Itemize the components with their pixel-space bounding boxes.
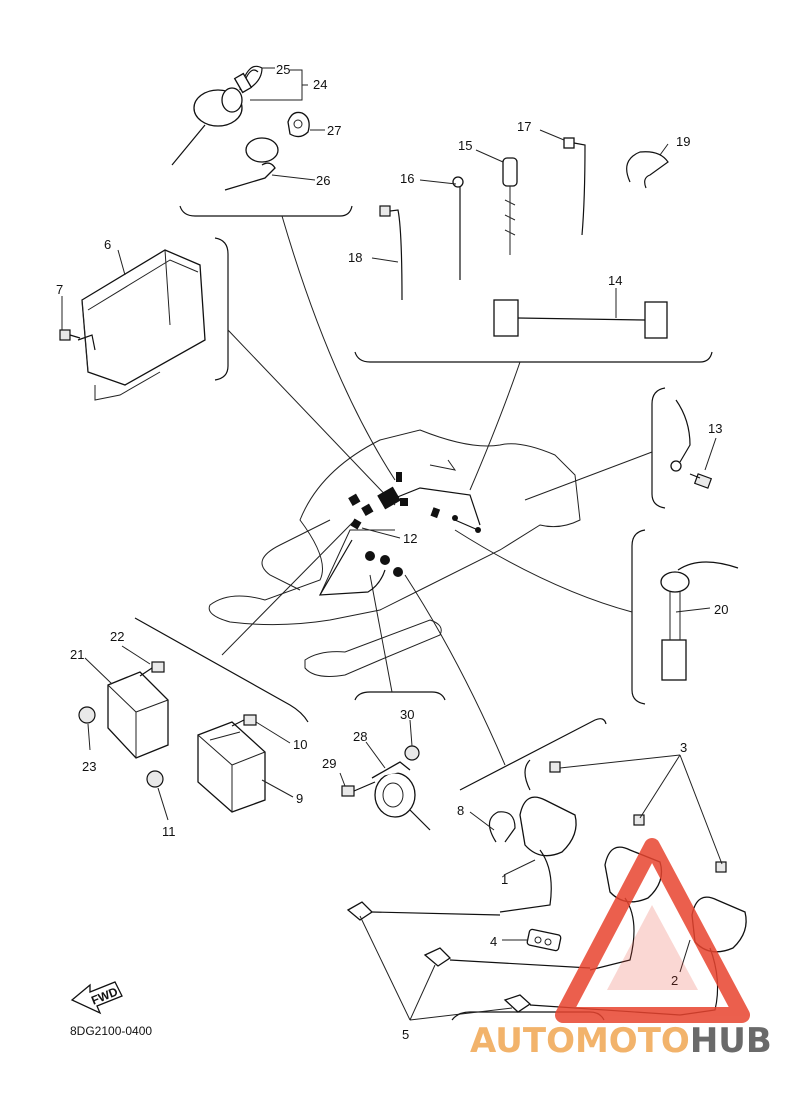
bolt-part-7 (59, 329, 81, 341)
part-label-14: 14 (608, 273, 622, 288)
part-label-8: 8 (457, 803, 464, 818)
watermark-text-main: AUTOMOTO (470, 1021, 690, 1061)
part-label-15: 15 (458, 138, 472, 153)
part-label-22: 22 (110, 629, 124, 644)
nut-part-11 (146, 770, 164, 788)
part-label-25: 25 (276, 62, 290, 77)
cable-part-18 (379, 205, 403, 301)
watermark-logo: AUTOMOTOHUB (470, 838, 772, 1061)
part-labels: 1 2 3 4 5 6 7 8 9 10 11 12 13 14 15 16 1… (56, 62, 728, 1042)
watermark-text-dark: HUB (690, 1021, 772, 1061)
part-label-24: 24 (313, 77, 327, 92)
part-label-4: 4 (490, 934, 497, 949)
sensor-part-15 (502, 157, 518, 255)
chassis-frame (208, 429, 581, 677)
clip-part-19 (626, 151, 669, 189)
bracket-part-26 (224, 137, 279, 191)
group-brackets (134, 205, 713, 1021)
cable-part-16 (452, 176, 464, 280)
watermark-text: AUTOMOTOHUB (470, 1021, 772, 1061)
lock-ring-part (287, 111, 310, 138)
nut-part-23 (78, 706, 96, 724)
part-label-28: 28 (353, 729, 367, 744)
cable-part-17 (563, 137, 586, 236)
part-label-9: 9 (296, 791, 303, 806)
relay-part-9 (197, 721, 266, 813)
sensor-part-28 (371, 761, 431, 831)
part-label-7: 7 (56, 282, 63, 297)
bolt-part-22 (139, 661, 165, 677)
sensor-part-20 (660, 561, 739, 681)
part-label-23: 23 (82, 759, 96, 774)
part-label-5: 5 (402, 1027, 409, 1042)
fwd-arrow-icon: FWD (70, 981, 123, 1015)
part-label-11: 11 (162, 824, 176, 839)
ignition-coil-part-1 (499, 759, 577, 913)
part-label-18: 18 (348, 250, 362, 265)
part-label-1: 1 (501, 872, 508, 887)
part-label-2: 2 (671, 973, 678, 988)
harness-connectors (348, 472, 481, 577)
part-label-17: 17 (517, 119, 531, 134)
diagram-code: 8DG2100-0400 (70, 1024, 152, 1038)
warning-triangle-icon (555, 838, 750, 1023)
fwd-label: FWD (89, 984, 120, 1007)
part-label-21: 21 (70, 647, 84, 662)
part-label-30: 30 (400, 707, 414, 722)
part-label-27: 27 (327, 123, 341, 138)
bolt-part-10 (231, 714, 257, 727)
ecu-part (77, 249, 206, 401)
part-label-16: 16 (400, 171, 414, 186)
leader-lines (221, 215, 653, 766)
part-label-6: 6 (104, 237, 111, 252)
callout-lines (61, 67, 723, 1021)
part-label-29: 29 (322, 756, 336, 771)
clip-part-8 (488, 811, 516, 843)
part-label-12: 12 (403, 531, 417, 546)
bolt-part-29 (341, 781, 376, 797)
part-label-20: 20 (714, 602, 728, 617)
part-label-13: 13 (708, 421, 722, 436)
nut-part-30 (404, 745, 420, 761)
part-label-3: 3 (680, 740, 687, 755)
cable-part-14 (493, 299, 668, 339)
main-switch-part (171, 65, 263, 166)
part-label-19: 19 (676, 134, 690, 149)
connector-part-4 (526, 928, 562, 952)
relay-part-21 (107, 671, 169, 759)
ground-wire-part-13 (670, 399, 713, 489)
part-label-10: 10 (293, 737, 307, 752)
part-label-26: 26 (316, 173, 330, 188)
